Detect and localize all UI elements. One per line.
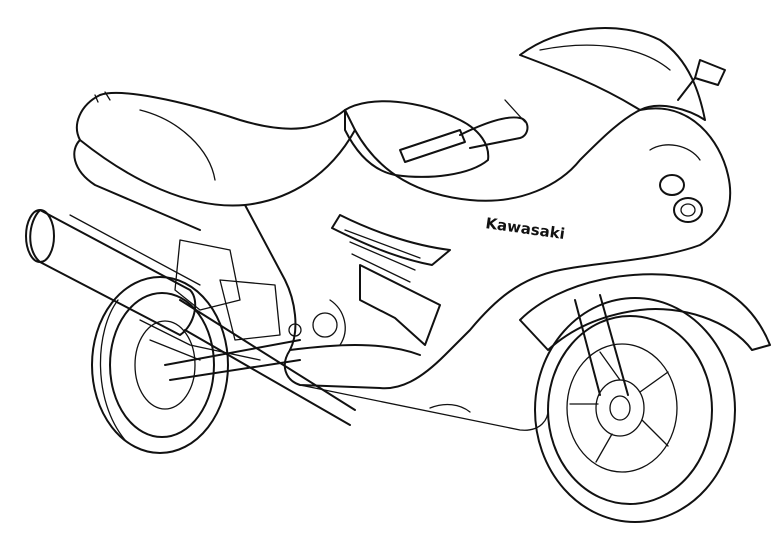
windscreen — [519, 27, 706, 121]
engine — [139, 239, 346, 361]
brand-text: Kawasaki — [484, 214, 566, 243]
seat-and-tail — [73, 91, 356, 231]
exhaust-muffler — [25, 209, 356, 426]
swingarm — [164, 339, 301, 381]
fairing — [244, 107, 732, 431]
front-wheel — [534, 297, 736, 523]
front-fender — [519, 273, 771, 396]
mirror — [677, 59, 726, 101]
handlebar — [399, 99, 529, 163]
rear-wheel — [91, 276, 229, 454]
headlights — [649, 144, 703, 223]
fuel-tank — [344, 100, 490, 178]
side-vents — [331, 214, 451, 346]
